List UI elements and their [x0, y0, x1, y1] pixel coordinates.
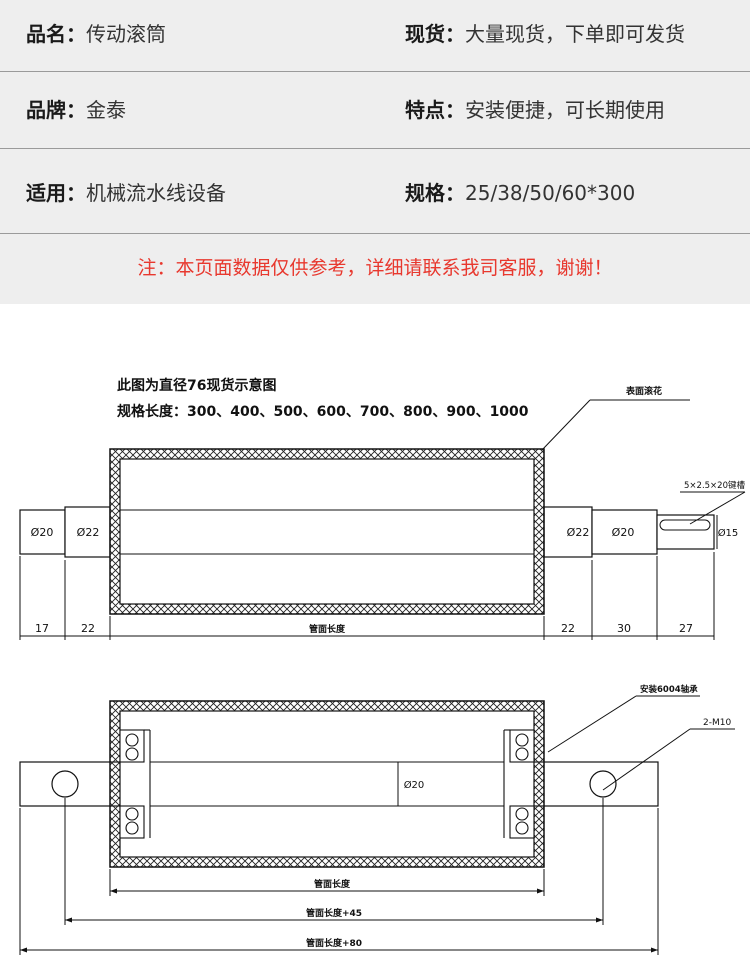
spec-key: 规格： [405, 181, 465, 205]
usage-key: 适用： [26, 181, 86, 205]
bearing-leader [547, 695, 637, 753]
dia-right-step: Ø22 [567, 526, 590, 539]
dim-tube-bottom: 管面长度 [314, 878, 351, 890]
dia-right-shaft: Ø20 [612, 526, 635, 539]
bottom-view: Ø20 安装6004轴承 2-M10 管面长度 管面长度+45 管面长度+80 [19, 684, 735, 955]
dim-tube-length: 管面长度 [309, 623, 346, 635]
dim-30: 30 [617, 622, 631, 635]
info-row-name-stock: 品名：传动滚筒 现货：大量现货，下单即可发货 [0, 0, 750, 72]
disclaimer-note: 注：本页面数据仅供参考，详细请联系我司客服，谢谢！ [137, 257, 613, 279]
feature-key: 特点： [405, 98, 465, 122]
drawing-title: 此图为直径76现货示意图 [117, 377, 276, 394]
product-info-table: 品名：传动滚筒 现货：大量现货，下单即可发货 品牌：金泰 特点：安装便捷，可长期… [0, 0, 750, 304]
brand-key: 品牌： [26, 98, 86, 122]
mount-hole-left [51, 770, 79, 798]
product-name-value: 传动滚筒 [86, 22, 166, 46]
keyway-leader [689, 491, 746, 525]
product-name-cell: 品名：传动滚筒 [26, 22, 166, 46]
brand-value: 金泰 [86, 98, 126, 122]
usage-cell: 适用：机械流水线设备 [26, 181, 226, 205]
mount-hole-right [589, 770, 617, 798]
spec-lengths-text: 规格长度：300、400、500、600、700、800、900、1000 [117, 403, 529, 420]
stock-cell: 现货：大量现货，下单即可发货 [405, 22, 685, 46]
roller-tube-inner [119, 458, 535, 605]
holes-label: 2-M10 [703, 718, 731, 728]
bearing-right [503, 729, 535, 839]
surface-label: 表面滚花 [625, 385, 662, 397]
keyway-label: 5×2.5×20键槽 [684, 480, 745, 491]
stock-key: 现货： [405, 22, 465, 46]
right-shaft-step [543, 506, 593, 558]
dim-17: 17 [35, 622, 49, 635]
brand-cell: 品牌：金泰 [26, 98, 126, 122]
top-view: Ø20 Ø22 Ø22 Ø20 Ø15 5×2.5×20键槽 17 22 管面长… [19, 448, 746, 640]
usage-value: 机械流水线设备 [86, 181, 226, 205]
dim-22-right: 22 [561, 622, 575, 635]
dim-plus45: 管面长度+45 [306, 907, 362, 919]
holes-leader [602, 728, 691, 791]
bearing-label: 安装6004轴承 [640, 684, 698, 695]
bearing-left [119, 729, 151, 839]
surface-leader [541, 399, 591, 451]
roller-tube-inner-bottom [119, 710, 535, 858]
left-shaft-step [64, 506, 111, 558]
dim-22-left: 22 [81, 622, 95, 635]
feature-cell: 特点：安装便捷，可长期使用 [405, 98, 665, 122]
roller-technical-drawing: 此图为直径76现货示意图 规格长度：300、400、500、600、700、80… [0, 304, 750, 962]
stock-value: 大量现货，下单即可发货 [465, 22, 685, 46]
spec-value: 25/38/50/60*300 [465, 181, 636, 205]
dia-left-shaft: Ø20 [31, 526, 54, 539]
keyway-slot [659, 519, 711, 531]
dim-plus80: 管面长度+80 [306, 937, 362, 949]
dia-left-step: Ø22 [77, 526, 100, 539]
dia-keyed-end: Ø15 [718, 527, 739, 539]
info-row-brand-feature: 品牌：金泰 特点：安装便捷，可长期使用 [0, 72, 750, 149]
feature-value: 安装便捷，可长期使用 [465, 98, 665, 122]
dim-27: 27 [679, 622, 693, 635]
info-row-usage-spec: 适用：机械流水线设备 规格：25/38/50/60*300 [0, 149, 750, 234]
dia-bottom-shaft: Ø20 [404, 779, 425, 791]
spec-cell: 规格：25/38/50/60*300 [405, 181, 635, 205]
product-name-key: 品名： [26, 22, 86, 46]
